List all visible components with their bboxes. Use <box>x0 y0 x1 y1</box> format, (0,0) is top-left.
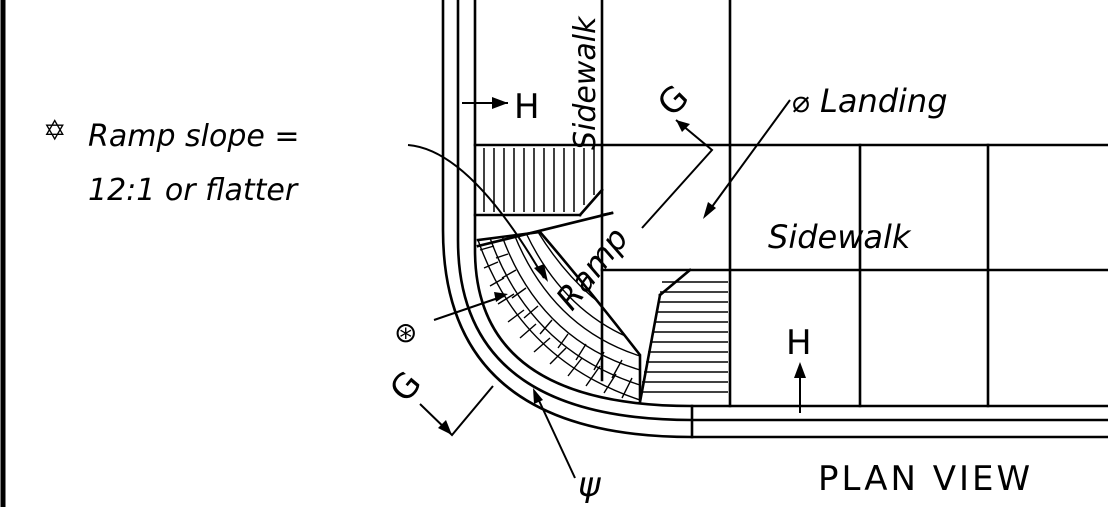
warning-surface-edge <box>476 230 642 402</box>
section-g-top-marker <box>641 119 714 229</box>
section-h-bottom-marker <box>794 362 806 413</box>
section-h-top-marker <box>462 97 508 109</box>
upper-flare-hatch <box>473 143 614 248</box>
sidewalk-vertical-label: Sidewalk <box>568 15 603 150</box>
section-g-top-label: G <box>650 77 697 124</box>
ramp-slope-label-line2: 12:1 or flatter <box>88 173 299 208</box>
ramp-slope-symbol: ✡ <box>43 114 66 147</box>
sidewalk-grid <box>600 143 1108 408</box>
curb-lines <box>441 0 1108 439</box>
section-h-bottom-label: H <box>786 323 812 363</box>
lower-flare-hatch <box>638 268 728 404</box>
ramp-label: Ramp <box>548 220 635 317</box>
detectable-warning-surface <box>478 232 640 401</box>
ramp-slope-label-line1: Ramp slope = <box>88 119 300 154</box>
landing-symbol: ⌀ <box>792 85 810 120</box>
ramp-slope-leader <box>407 144 548 282</box>
warning-leader <box>433 292 508 321</box>
section-g-bottom-label: G <box>382 364 430 410</box>
section-g-bottom-marker <box>419 385 494 437</box>
sidewalk-label: Sidewalk <box>768 218 912 256</box>
section-h-top-label: H <box>514 87 540 127</box>
landing-label: Landing <box>820 82 948 120</box>
plan-view-title: PLAN VIEW <box>818 459 1033 499</box>
detectable-warning-symbol: ⊛ <box>394 316 417 349</box>
landing-leader <box>703 99 791 219</box>
psi-leader <box>533 388 576 479</box>
psi-marker: ψ <box>578 465 601 505</box>
